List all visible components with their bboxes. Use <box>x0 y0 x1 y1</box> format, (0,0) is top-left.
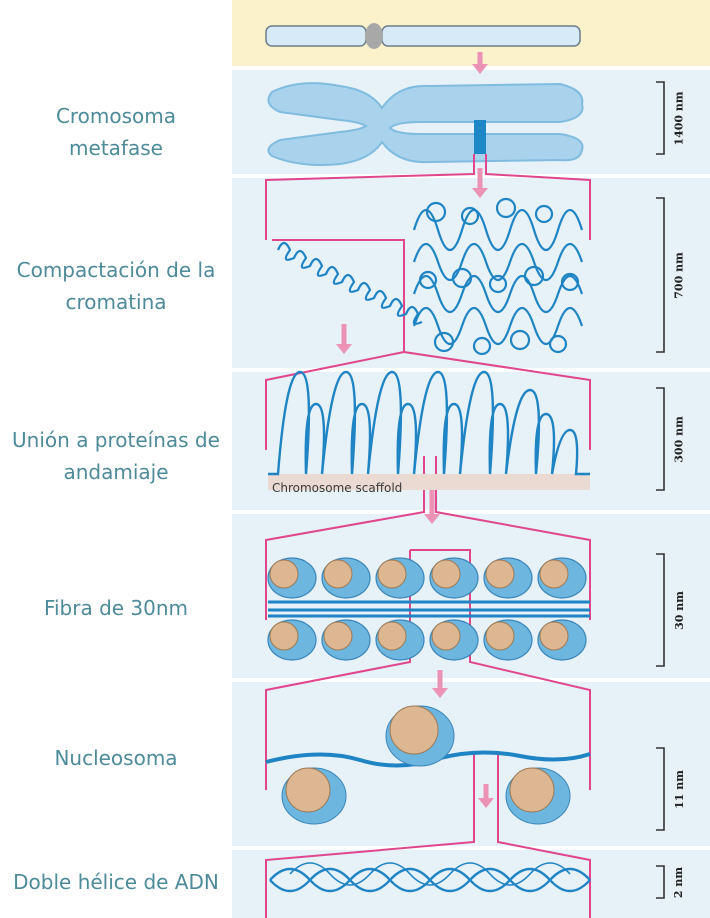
panel-dna <box>232 850 710 918</box>
label-scaffold-binding: Unión a proteínas de andamiaje <box>0 424 232 488</box>
metaphase-highlight <box>474 120 486 154</box>
scale-30nm: 30 nm <box>666 554 692 666</box>
scale-11nm: 11 nm <box>666 748 692 830</box>
scale-2nm: 2 nm <box>666 866 692 898</box>
scaffold-caption: Chromosome scaffold <box>272 481 402 495</box>
scale-300nm: 300 nm <box>666 388 692 490</box>
panel-chromatin <box>232 178 710 368</box>
label-30nm-fiber: Fibra de 30nm <box>0 592 232 624</box>
label-nucleosome: Nucleosoma <box>0 742 232 774</box>
scale-1400nm: 1400 nm <box>666 82 692 154</box>
label-dna-double-helix: Doble hélice de ADN <box>0 866 232 898</box>
label-chromatin-compaction: Compactación de la cromatina <box>0 254 232 318</box>
interphase-chromosome <box>266 23 580 49</box>
scale-700nm: 700 nm <box>666 198 692 352</box>
label-metaphase-chromosome: Cromosoma metafase <box>0 100 232 164</box>
